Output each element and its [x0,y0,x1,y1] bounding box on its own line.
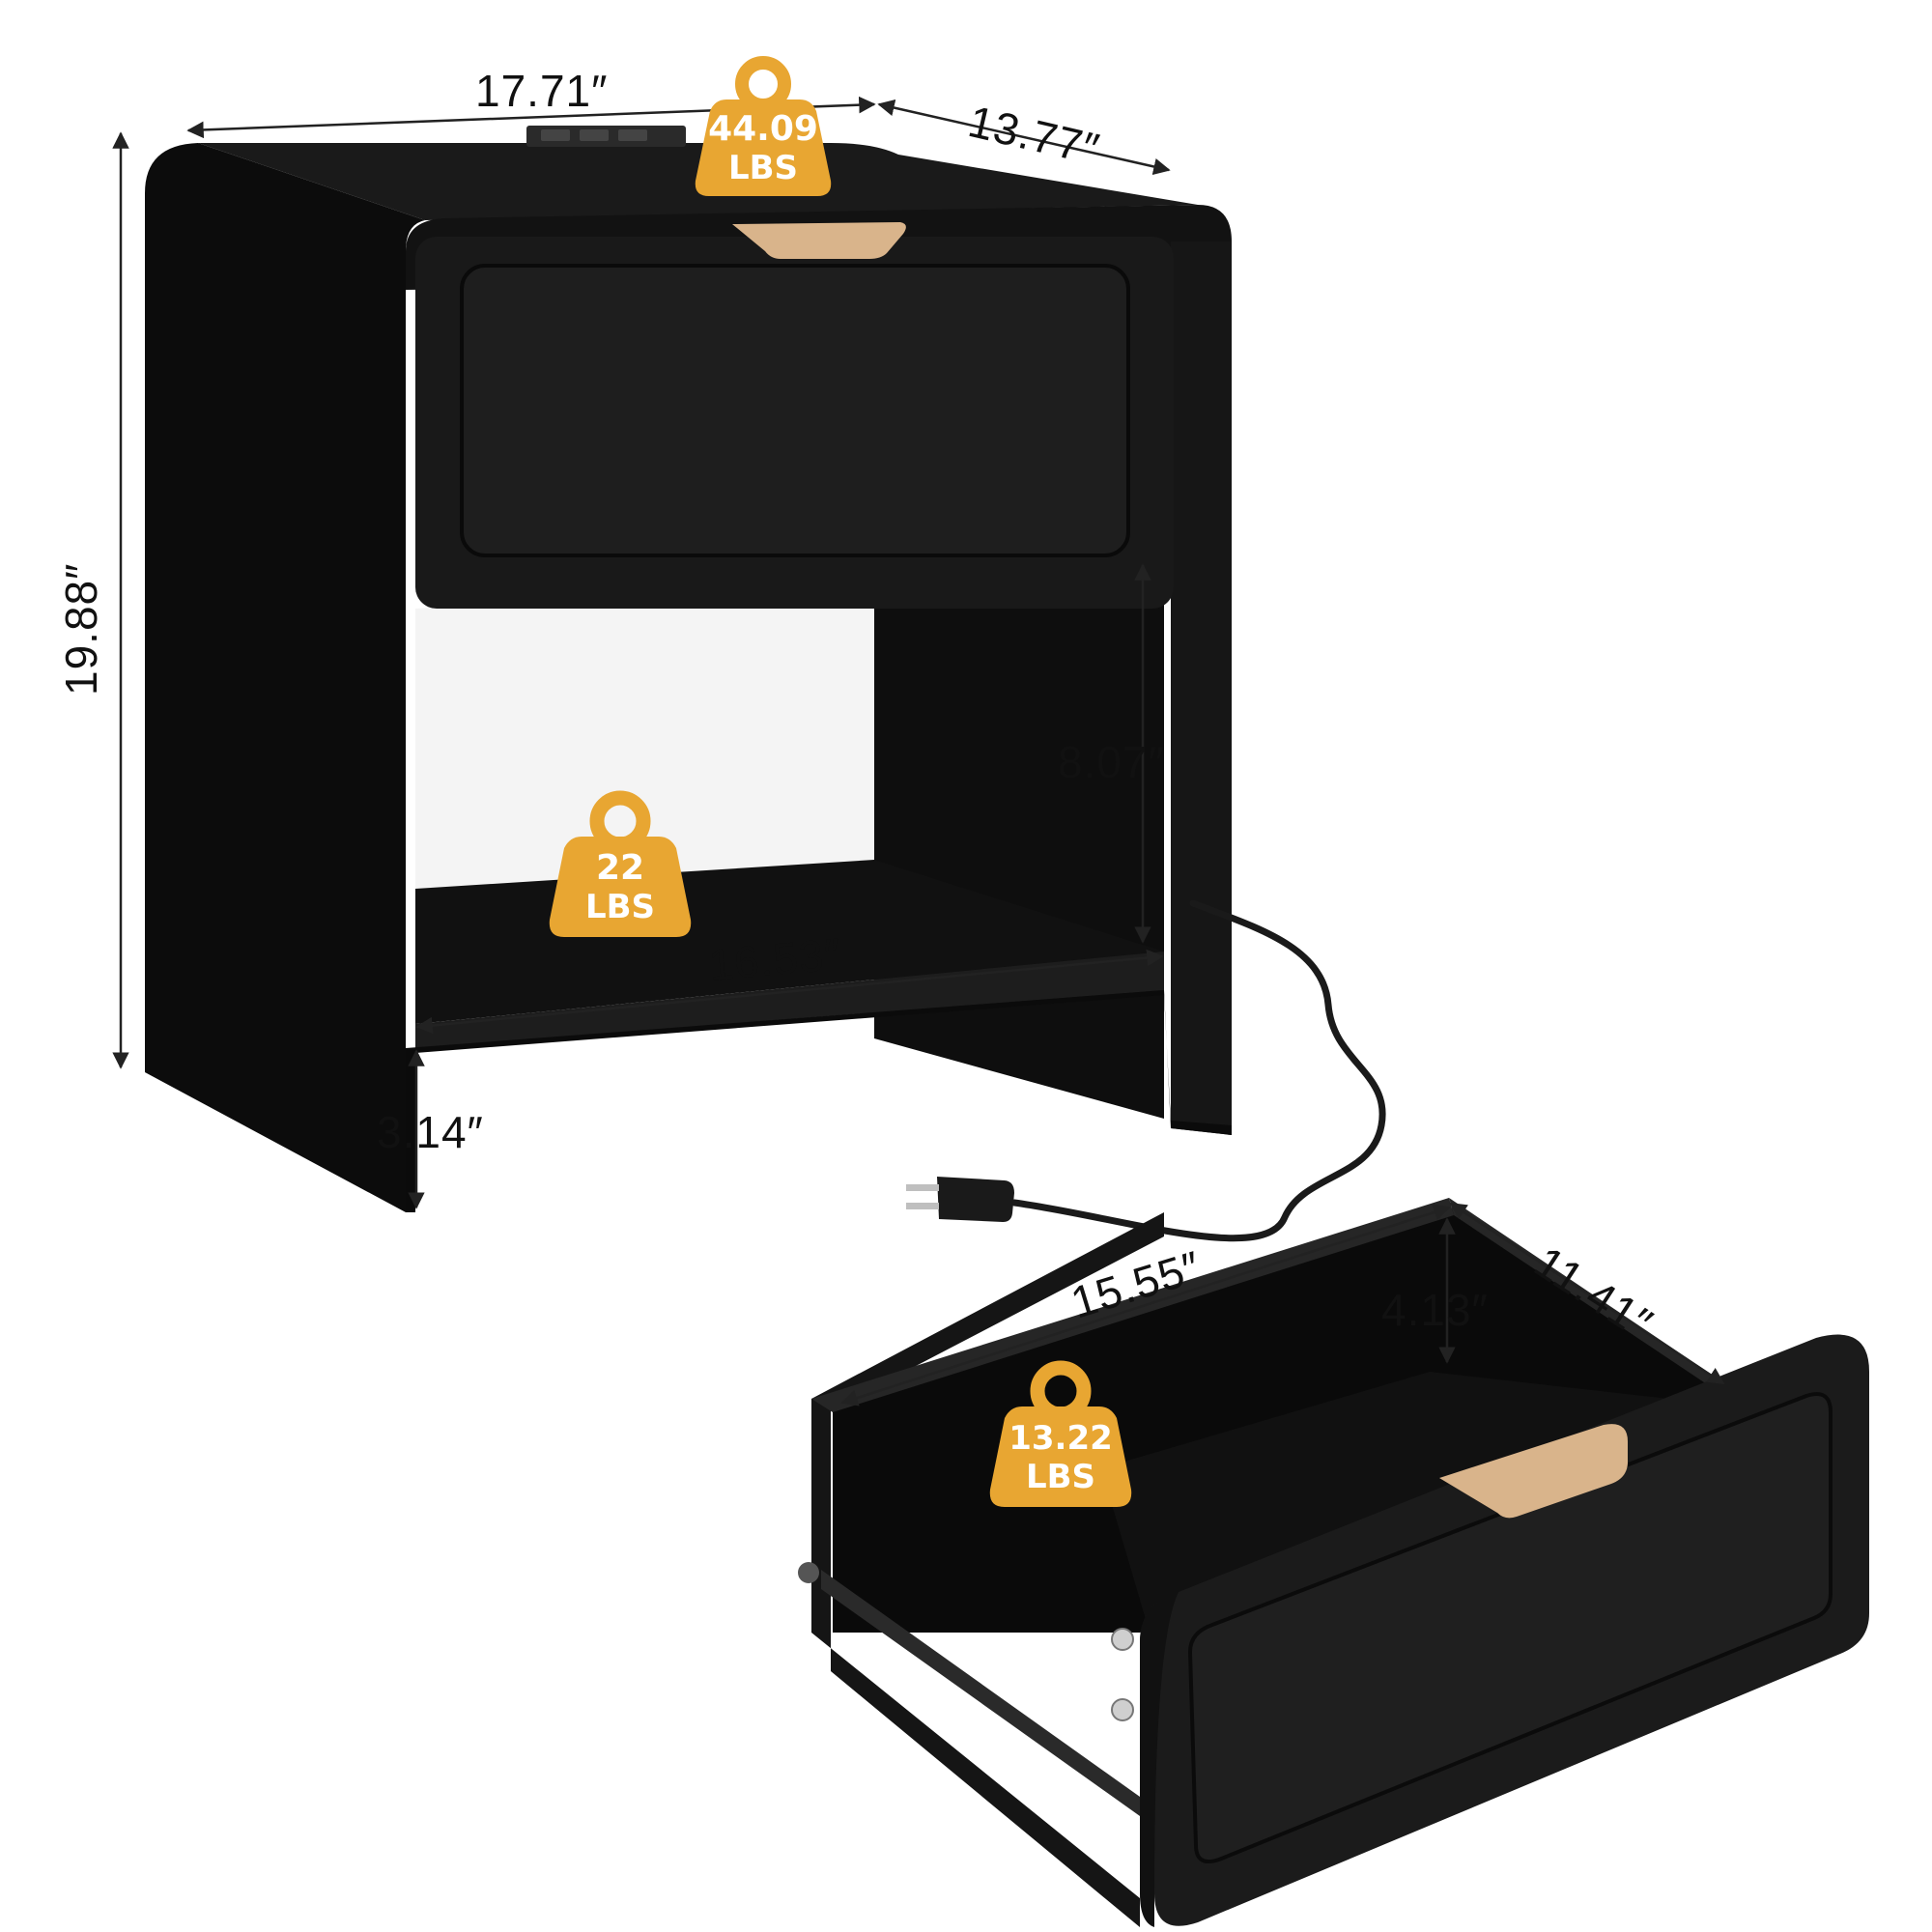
weight-drawer-unit: LBS [1026,1458,1095,1496]
nightstand-left-side-panel [145,143,425,1212]
nightstand [145,126,1386,1242]
drawer-front-inset [1187,1392,1833,1864]
label-nightstand-width: 17.71″ [475,66,608,116]
nightstand-drawer-inset [460,264,1130,557]
drawer-screw-bottom [1111,1698,1134,1721]
weight-badge-top: 44.09 LBS [695,56,832,196]
weight-top-value: 44.09 [708,109,818,149]
drawer-runner [821,1570,1140,1816]
power-outlet-icon [526,126,686,147]
dim-line-drawer-width [840,1204,1451,1406]
label-open-shelf-height: 8.07″ [1058,737,1165,787]
weight-drawer-value: 13.22 [1009,1419,1113,1458]
nightstand-back-panel [874,570,1164,1119]
weight-badge-drawer: 13.22 LBS [989,1360,1132,1507]
drawer-screw-top [1111,1628,1134,1651]
nightstand-right-side-panel [1171,242,1232,1135]
label-shelf-width: 16.53″ [706,928,842,990]
weight-shelf-value: 22 [596,848,644,888]
dim-line-drawer-depth [1449,1202,1725,1385]
dim-line-shelf-width [415,949,1164,1035]
drawer-handle[interactable] [1439,1424,1628,1519]
drawer-runner-roller [798,1562,819,1583]
label-leg-clearance: 3.14″ [377,1107,484,1157]
drawer-left-side [811,1212,1164,1927]
weight-top-unit: LBS [728,149,798,187]
label-nightstand-depth: 13.77″ [964,96,1105,175]
label-nightstand-height: 19.88″ [56,563,106,696]
drawer [798,1198,1869,1927]
power-plug-icon [906,1177,1014,1222]
kettlebell-weight-icon [695,56,832,196]
kettlebell-weight-icon [549,790,692,937]
weight-shelf-unit: LBS [585,888,655,926]
dim-line-depth [877,99,1171,176]
kettlebell-weight-icon [989,1360,1132,1507]
weight-badge-shelf: 22 LBS [549,790,692,937]
nightstand-drawer-handle[interactable] [732,222,906,259]
label-drawer-height: 4.13″ [1381,1285,1489,1335]
drawer-front-thickness [1140,1592,1179,1927]
